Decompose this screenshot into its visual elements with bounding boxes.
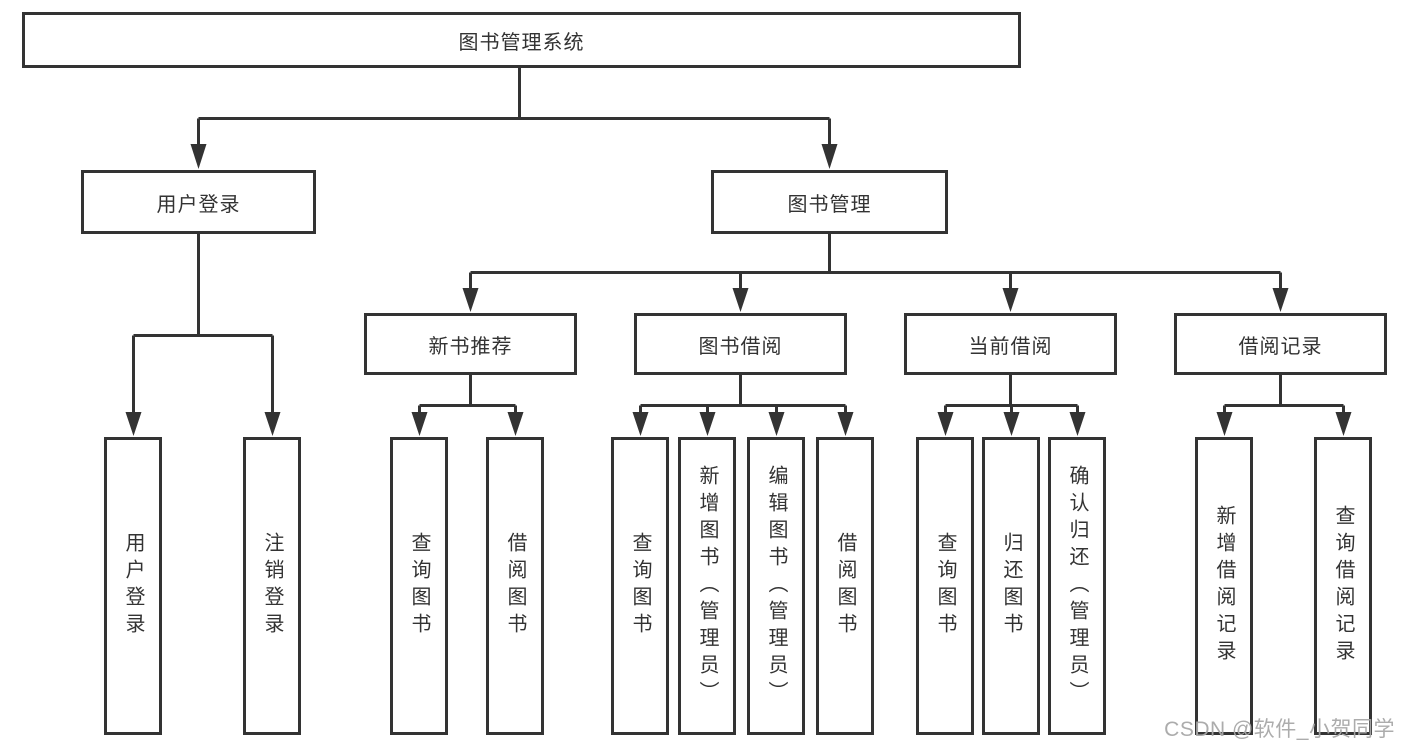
edge-book-management-children <box>462 234 1289 312</box>
node-borrow-records: 借阅记录 <box>1174 313 1387 375</box>
edge-new-book-recommend-children <box>411 375 524 436</box>
arrow-down-icon <box>732 288 749 312</box>
leaf-label: 新增借阅记录 <box>1213 505 1235 667</box>
arrow-down-icon <box>837 412 854 436</box>
leaf-borrow-books: 借阅图书 <box>816 437 874 735</box>
arrow-down-icon <box>1216 412 1233 436</box>
leaf-query-books-borrow: 查询图书 <box>611 437 669 735</box>
leaf-add-books-admin: 新增图书（管理员） <box>678 437 736 735</box>
leaf-confirm-return-admin: 确认归还（管理员） <box>1048 437 1106 735</box>
edge-user-login-children <box>125 234 281 436</box>
leaf-label: 用户登录 <box>122 532 144 640</box>
leaf-label: 确认归还（管理员） <box>1066 464 1088 708</box>
edge-book-borrow-children <box>632 375 854 436</box>
node-user-login: 用户登录 <box>81 170 316 234</box>
leaf-label: 借阅图书 <box>504 532 526 640</box>
leaf-label: 归还图书 <box>1000 532 1022 640</box>
leaf-query-books-recommend: 查询图书 <box>390 437 448 735</box>
arrow-down-icon <box>632 412 649 436</box>
edge-borrow-records-children <box>1216 375 1352 436</box>
leaf-label: 编辑图书（管理员） <box>765 464 787 708</box>
leaf-logout: 注销登录 <box>243 437 301 735</box>
arrow-down-icon <box>1335 412 1352 436</box>
edge-root-to-level2 <box>190 68 838 169</box>
arrow-down-icon <box>821 144 838 169</box>
watermark: CSDN @软件_小贺同学 <box>1164 718 1395 741</box>
node-new-book-recommend: 新书推荐 <box>364 313 577 375</box>
leaf-label: 查询图书 <box>934 532 956 640</box>
arrow-down-icon <box>699 412 716 436</box>
arrow-down-icon <box>411 412 428 436</box>
leaf-label: 注销登录 <box>261 532 283 640</box>
arrow-down-icon <box>264 412 281 436</box>
leaf-label: 查询图书 <box>408 532 430 640</box>
arrow-down-icon <box>125 412 142 436</box>
edge-current-borrow-children <box>937 375 1086 436</box>
leaf-user-login: 用户登录 <box>104 437 162 735</box>
arrow-down-icon <box>462 288 479 312</box>
leaf-label: 借阅图书 <box>834 532 856 640</box>
leaf-query-books-current: 查询图书 <box>916 437 974 735</box>
arrow-down-icon <box>1002 288 1019 312</box>
leaf-label: 新增图书（管理员） <box>696 464 718 708</box>
arrow-down-icon <box>190 144 207 169</box>
arrow-down-icon <box>1069 412 1086 436</box>
leaf-edit-books-admin: 编辑图书（管理员） <box>747 437 805 735</box>
node-book-borrow: 图书借阅 <box>634 313 847 375</box>
node-book-management: 图书管理 <box>711 170 948 234</box>
arrow-down-icon <box>768 412 785 436</box>
node-library-management-system: 图书管理系统 <box>22 12 1021 68</box>
arrow-down-icon <box>507 412 524 436</box>
leaf-add-borrow-record: 新增借阅记录 <box>1195 437 1253 735</box>
arrow-down-icon <box>1272 288 1289 312</box>
leaf-label: 查询图书 <box>629 532 651 640</box>
leaf-return-books: 归还图书 <box>982 437 1040 735</box>
leaf-label: 查询借阅记录 <box>1332 505 1354 667</box>
arrow-down-icon <box>1003 412 1020 436</box>
arrow-down-icon <box>937 412 954 436</box>
leaf-query-borrow-record: 查询借阅记录 <box>1314 437 1372 735</box>
leaf-borrow-books-recommend: 借阅图书 <box>486 437 544 735</box>
node-current-borrow: 当前借阅 <box>904 313 1117 375</box>
